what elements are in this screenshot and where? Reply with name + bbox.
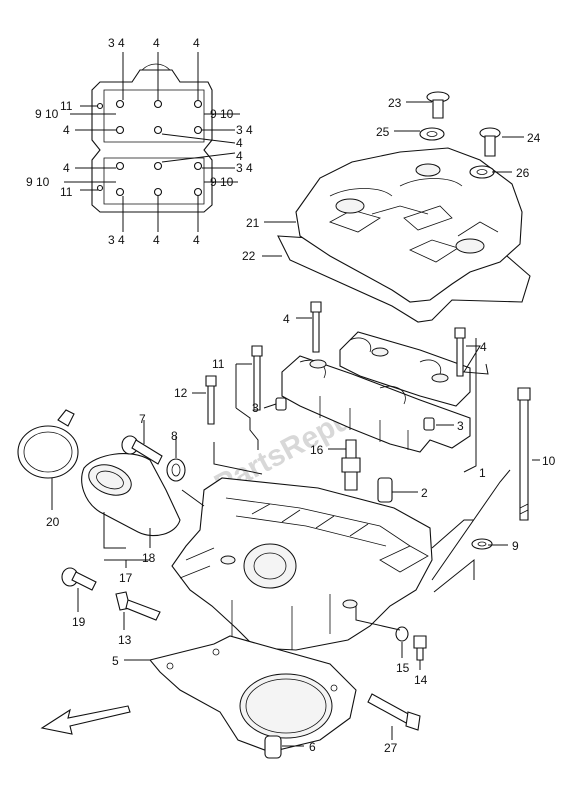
callout-24: 24 xyxy=(527,131,541,145)
bolt-13 xyxy=(115,591,161,621)
callout-numbers: 23 25 24 26 21 22 4 4 11 12 3 3 7 8 16 1… xyxy=(46,96,556,755)
callout-2: 2 xyxy=(421,486,428,500)
label-3-4: 3 4 xyxy=(108,233,125,247)
dowel-3b xyxy=(423,417,435,431)
cylinder-head xyxy=(171,477,433,651)
label-3-4: 3 4 xyxy=(236,123,253,137)
callout-leaders xyxy=(51,101,540,747)
label-4: 4 xyxy=(193,233,200,247)
dowel-6 xyxy=(264,735,282,759)
callout-13: 13 xyxy=(118,633,132,647)
legend-bolt-holes xyxy=(96,99,203,197)
callout-16: 16 xyxy=(310,443,324,457)
label-11: 11 xyxy=(60,99,73,113)
washer-9 xyxy=(471,538,493,550)
label-9-10: 9 10 xyxy=(26,175,50,189)
dowel-2 xyxy=(377,477,393,503)
label-4: 4 xyxy=(153,36,160,50)
label-4: 4 xyxy=(193,36,200,50)
callout-27: 27 xyxy=(384,741,398,755)
camshaft-holder xyxy=(281,331,471,453)
label-4: 4 xyxy=(153,233,160,247)
callout-8: 8 xyxy=(171,429,178,443)
callout-15: 15 xyxy=(396,661,410,675)
callout-4: 4 xyxy=(283,312,290,326)
holder-bolt-12 xyxy=(205,375,217,425)
callout-23: 23 xyxy=(388,96,402,110)
callout-12: 12 xyxy=(174,386,188,400)
callout-3: 3 xyxy=(457,419,464,433)
callout-20: 20 xyxy=(46,515,60,529)
label-9-10: 9 10 xyxy=(35,107,59,121)
cover-bolt-24 xyxy=(479,127,501,157)
callout-19: 19 xyxy=(72,615,86,629)
callout-14: 14 xyxy=(414,673,428,687)
label-9-10: 9 10 xyxy=(210,175,234,189)
bolt-19 xyxy=(61,567,97,591)
callout-26: 26 xyxy=(516,166,530,180)
callout-21: 21 xyxy=(246,216,260,230)
bolt-layout-legend: 3 4 4 4 11 9 10 9 10 4 3 4 4 4 4 3 4 9 1… xyxy=(26,36,253,247)
callout-9: 9 xyxy=(512,539,519,553)
callout-17: 17 xyxy=(119,571,133,585)
callout-25: 25 xyxy=(376,125,390,139)
head-bolt-10 xyxy=(517,387,531,521)
bolt-14 xyxy=(413,635,427,661)
label-3-4: 3 4 xyxy=(108,36,125,50)
callout-4: 4 xyxy=(480,340,487,354)
intake-pipe-18 xyxy=(81,453,181,537)
holder-bolt-4a xyxy=(310,301,322,353)
bolt-27 xyxy=(367,693,421,731)
label-11: 11 xyxy=(60,185,73,199)
callout-5: 5 xyxy=(112,654,119,668)
callout-3: 3 xyxy=(252,401,259,415)
holder-bolt-11 xyxy=(251,345,263,411)
cover-bolt-23 xyxy=(426,91,450,119)
spark-plug-16 xyxy=(341,439,361,491)
callout-22: 22 xyxy=(242,249,256,263)
label-4: 4 xyxy=(236,149,243,163)
callout-18: 18 xyxy=(142,551,156,565)
callout-10: 10 xyxy=(542,454,556,468)
callout-11: 11 xyxy=(212,357,225,371)
cylinder-head-cover xyxy=(277,147,531,323)
callout-1: 1 xyxy=(479,466,486,480)
label-4: 4 xyxy=(236,136,243,150)
grommet-25 xyxy=(419,127,445,141)
head-gasket-5 xyxy=(149,635,357,753)
bolt-7 xyxy=(121,435,163,465)
holder-bolt-4b xyxy=(454,327,466,377)
gasket-8 xyxy=(166,458,186,482)
label-4: 4 xyxy=(63,123,70,137)
label-4: 4 xyxy=(63,161,70,175)
washer-15 xyxy=(395,626,409,642)
grommet-26 xyxy=(469,165,495,179)
callout-6: 6 xyxy=(309,740,316,754)
callout-7: 7 xyxy=(139,412,146,426)
label-9-10: 9 10 xyxy=(210,107,234,121)
dowel-3a xyxy=(275,397,287,411)
label-3-4: 3 4 xyxy=(236,161,253,175)
front-arrow-icon xyxy=(40,705,131,735)
clamp-20 xyxy=(17,409,79,479)
